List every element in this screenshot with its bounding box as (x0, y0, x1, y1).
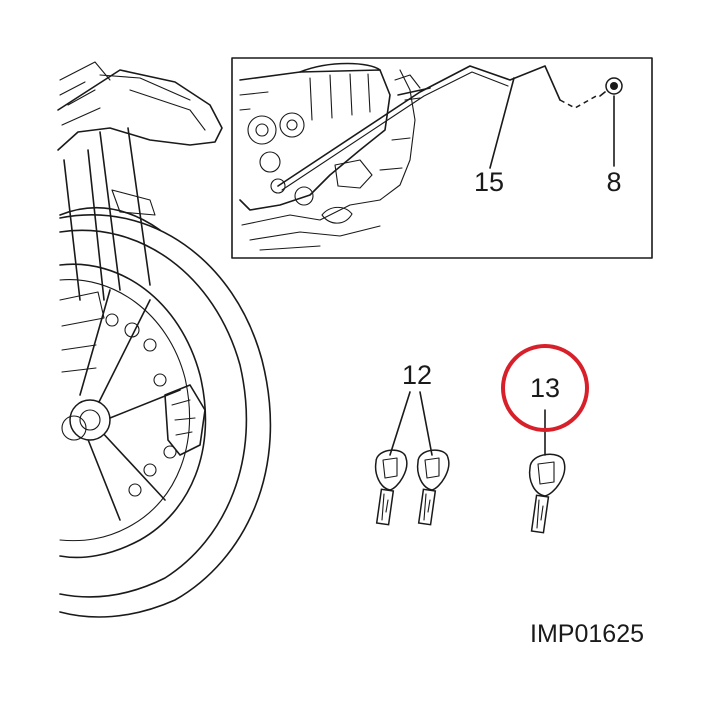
callout-12: 12 (402, 360, 432, 390)
highlight-circle (501, 344, 589, 432)
reference-code: IMP01625 (530, 620, 644, 648)
single-key-illustration (528, 409, 566, 534)
callout-15: 15 (474, 167, 504, 197)
engine-detail-inset (231, 57, 653, 259)
motorcycle-front-illustration (57, 61, 272, 618)
callout-13: 13 (530, 373, 560, 403)
callout-8: 8 (606, 167, 621, 197)
key-pair-illustration (374, 391, 450, 526)
